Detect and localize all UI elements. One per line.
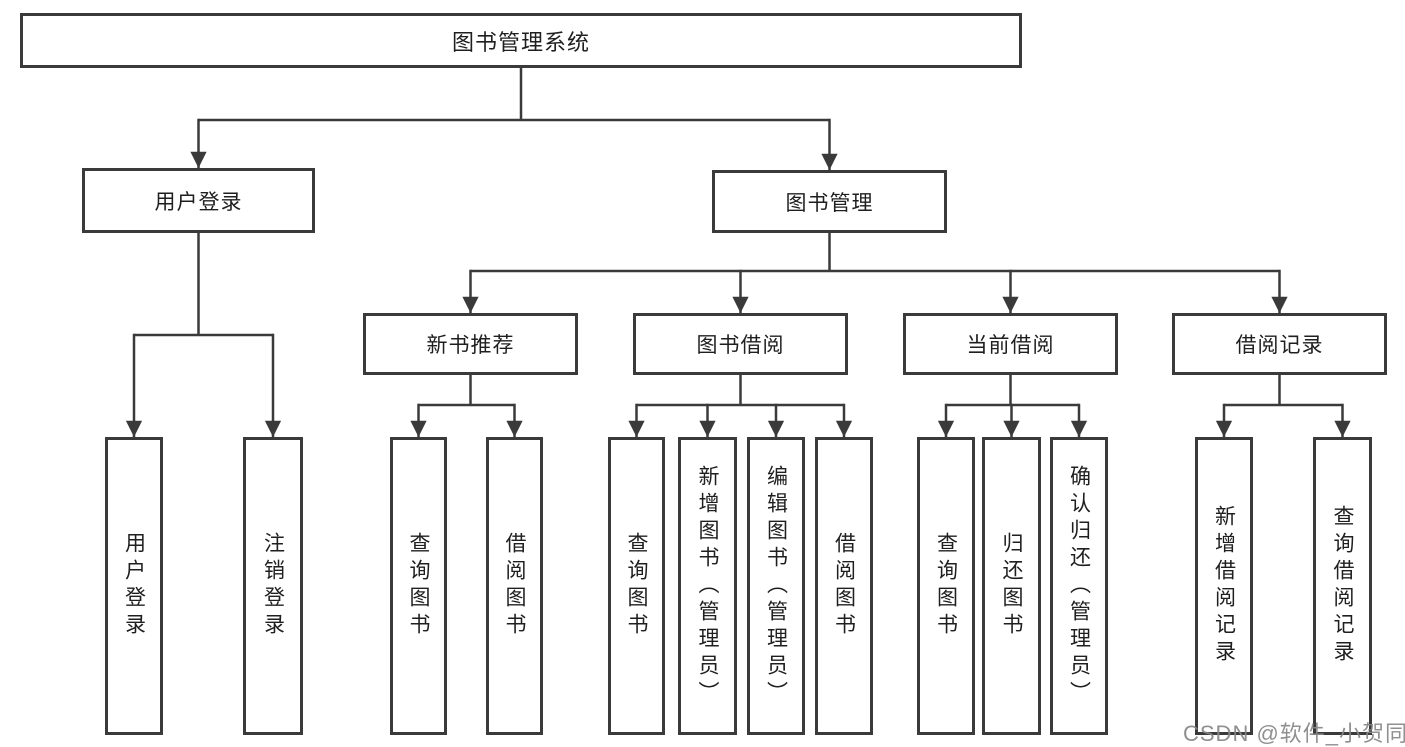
node-user-login-branch: 用户登录 <box>82 168 315 233</box>
leaf-confirm-return-admin: 确认归还（管理员） <box>1050 437 1108 735</box>
leaf-query-books-borrow: 查询图书 <box>608 437 665 735</box>
node-book-borrow: 图书借阅 <box>633 313 848 375</box>
leaf-query-books-recommend: 查询图书 <box>390 437 447 735</box>
leaf-borrow-books: 借阅图书 <box>815 437 873 735</box>
leaf-edit-book-admin: 编辑图书（管理员） <box>747 437 805 735</box>
leaf-add-borrow-record: 新增借阅记录 <box>1195 437 1253 735</box>
leaf-query-borrow-record: 查询借阅记录 <box>1313 437 1372 735</box>
leaf-logout: 注销登录 <box>243 437 303 735</box>
leaf-add-book-admin: 新增图书（管理员） <box>678 437 737 735</box>
node-library-management-system: 图书管理系统 <box>20 13 1022 68</box>
node-book-management-branch: 图书管理 <box>712 170 947 233</box>
leaf-return-book: 归还图书 <box>982 437 1041 735</box>
node-new-book-recommend: 新书推荐 <box>363 313 578 375</box>
csdn-watermark: CSDN @软件_小贺同学 <box>1183 721 1405 746</box>
node-current-borrow: 当前借阅 <box>903 313 1118 375</box>
node-borrow-records: 借阅记录 <box>1172 313 1387 375</box>
leaf-query-books-current: 查询图书 <box>917 437 975 735</box>
leaf-borrow-books-recommend: 借阅图书 <box>486 437 543 735</box>
leaf-user-login: 用户登录 <box>105 437 163 735</box>
